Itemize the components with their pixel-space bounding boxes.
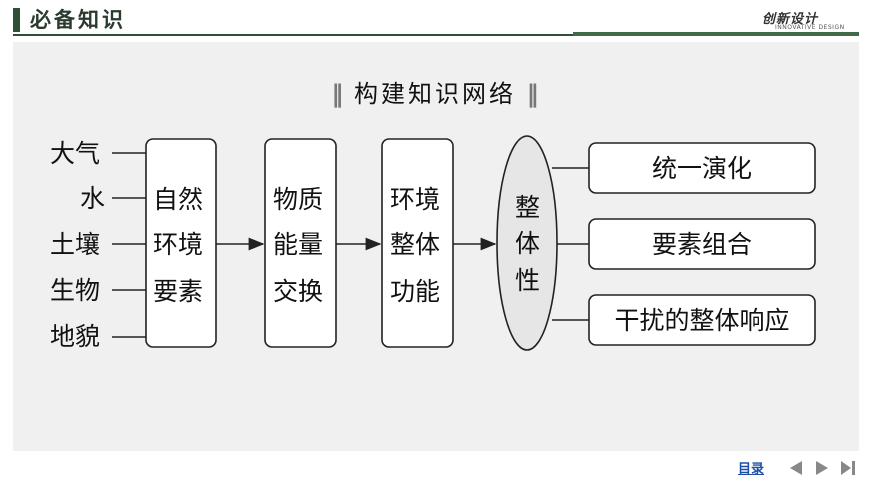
title-left-bar: ‖ xyxy=(331,80,344,108)
ellipse-char-2: 体 xyxy=(515,229,540,258)
result-box-combination xyxy=(588,218,816,270)
ellipse-char-3: 性 xyxy=(515,266,540,295)
title-right-bar: ‖ xyxy=(526,80,539,108)
header-accent-bar xyxy=(13,8,20,32)
brand-logo: 创新设计 xyxy=(762,12,819,27)
box1-line2: 环境 xyxy=(153,230,203,259)
next-page-icon[interactable] xyxy=(812,458,832,478)
diagram-title: ‖ 构建知识网络 ‖ xyxy=(0,74,870,109)
box1-line3: 要素 xyxy=(153,277,203,306)
section-title: 必备知识 xyxy=(30,8,126,32)
element-label-biology: 生物 xyxy=(50,276,100,305)
result-text-evolution: 统一演化 xyxy=(652,154,752,183)
result-text-response: 干扰的整体响应 xyxy=(614,306,789,335)
box2-line2: 能量 xyxy=(273,230,323,259)
element-label-atmosphere: 大气 xyxy=(50,139,100,168)
result-box-evolution xyxy=(588,142,816,194)
box-natural-elements xyxy=(145,138,217,348)
box3-line1: 环境 xyxy=(390,185,440,214)
box-material-energy xyxy=(264,138,337,348)
header-underline-accent xyxy=(573,32,859,36)
box2-line3: 交换 xyxy=(273,277,323,306)
box1-line1: 自然 xyxy=(153,185,203,214)
previous-page-icon[interactable] xyxy=(786,458,806,478)
element-label-soil: 土壤 xyxy=(50,230,100,259)
ellipse-integrity xyxy=(496,135,558,351)
header: 必备知识 创新设计 INNOVATIVE DESIGN xyxy=(0,0,870,40)
result-box-response xyxy=(588,294,816,346)
table-of-contents-link[interactable]: 目录 xyxy=(738,462,765,477)
last-page-icon[interactable] xyxy=(838,458,858,478)
result-text-combination: 要素组合 xyxy=(652,230,752,259)
element-label-landform: 地貌 xyxy=(50,322,100,351)
header-underline xyxy=(13,34,573,36)
diagram-title-text: 构建知识网络 xyxy=(354,80,516,108)
box2-line1: 物质 xyxy=(273,185,323,214)
box3-line3: 功能 xyxy=(390,277,440,306)
brand-subtitle: INNOVATIVE DESIGN xyxy=(775,24,845,31)
ellipse-char-1: 整 xyxy=(515,193,540,222)
box-environment-function xyxy=(381,138,454,348)
box3-line2: 整体 xyxy=(390,230,440,259)
element-label-water: 水 xyxy=(80,184,105,213)
